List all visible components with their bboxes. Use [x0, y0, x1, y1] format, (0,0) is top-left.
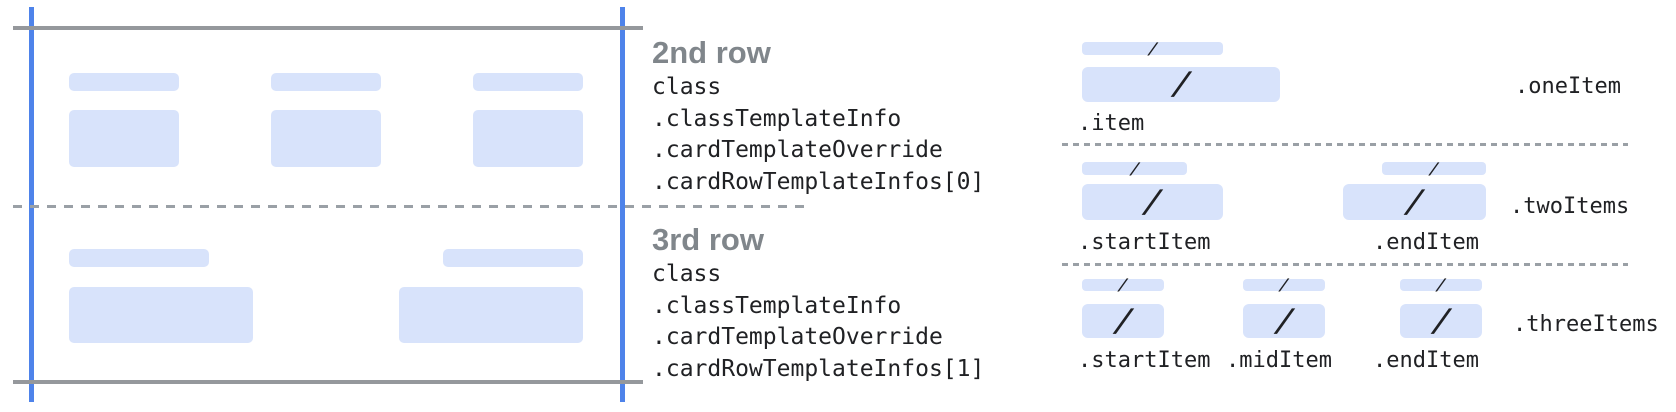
field-value-placeholder — [271, 110, 381, 167]
item-value-bar: / — [1082, 66, 1280, 102]
slash-glyph: / — [1109, 302, 1137, 339]
item-name-label: .item — [1078, 111, 1145, 136]
field-value-placeholder — [69, 287, 253, 343]
slash-glyph: / — [1270, 302, 1298, 339]
item-label-bar: / — [1082, 158, 1187, 178]
field-label-placeholder — [69, 73, 179, 91]
slash-glyph: / — [1115, 275, 1131, 294]
item-name-label: .startItem — [1078, 348, 1211, 373]
field-label-placeholder — [271, 73, 381, 91]
code-line: .cardTemplateOverride — [652, 137, 943, 163]
row-separator-dotted — [1062, 263, 1628, 266]
item-value-bar: / — [1082, 184, 1223, 220]
card-right-edge-line — [620, 7, 625, 402]
field-value-placeholder — [473, 110, 583, 167]
item-label-bar: / — [1243, 275, 1325, 294]
slash-glyph: / — [1145, 38, 1160, 58]
row-2-class-path: class .classTemplateInfo .cardTemplateOv… — [652, 72, 984, 198]
code-line: .cardRowTemplateInfos[1] — [652, 355, 985, 382]
card-row-divider-dashed — [13, 205, 805, 208]
row-3-heading: 3rd row — [652, 222, 764, 257]
item-name-label: .midItem — [1226, 348, 1332, 373]
item-value-bar: / — [1082, 302, 1164, 339]
item-name-label: .endItem — [1373, 348, 1479, 373]
item-label-bar: / — [1400, 275, 1482, 294]
card-left-edge-line — [29, 7, 34, 402]
item-value-bar: / — [1243, 302, 1325, 339]
code-line: .cardRowTemplateInfos[0] — [652, 168, 985, 195]
field-value-placeholder — [399, 287, 583, 343]
row-2-heading: 2nd row — [652, 35, 771, 70]
slash-glyph: / — [1276, 275, 1292, 294]
item-label-bar: / — [1082, 38, 1223, 58]
slash-glyph: / — [1138, 183, 1167, 220]
slash-glyph: / — [1127, 158, 1142, 178]
slash-glyph: / — [1433, 275, 1449, 294]
item-label-bar: / — [1382, 158, 1486, 178]
row-3-class-path: class .classTemplateInfo .cardTemplateOv… — [652, 259, 984, 385]
item-value-bar: / — [1343, 184, 1486, 220]
slash-glyph: / — [1427, 302, 1455, 339]
item-value-bar: / — [1400, 302, 1482, 339]
code-line: class — [652, 261, 722, 287]
layout-name-label: .twoItems — [1510, 194, 1630, 219]
slash-glyph: / — [1167, 66, 1195, 102]
code-line: .classTemplateInfo — [652, 105, 902, 132]
code-line: class — [652, 74, 722, 100]
card-top-boundary-line — [13, 26, 643, 30]
item-label-bar: / — [1082, 275, 1164, 294]
slash-glyph: / — [1400, 183, 1429, 220]
layout-name-label: .oneItem — [1515, 74, 1621, 99]
layout-name-label: .threeItems — [1513, 312, 1659, 337]
row-separator-dotted — [1062, 143, 1628, 146]
item-name-label: .startItem — [1078, 230, 1211, 255]
slash-glyph: / — [1426, 158, 1442, 178]
field-value-placeholder — [69, 110, 179, 167]
code-line: .classTemplateInfo — [652, 292, 902, 319]
code-line: .cardTemplateOverride — [652, 324, 943, 350]
card-bottom-boundary-line — [13, 380, 643, 384]
item-name-label: .endItem — [1373, 230, 1479, 255]
field-label-placeholder — [443, 249, 583, 267]
field-label-placeholder — [69, 249, 209, 267]
field-label-placeholder — [473, 73, 583, 91]
